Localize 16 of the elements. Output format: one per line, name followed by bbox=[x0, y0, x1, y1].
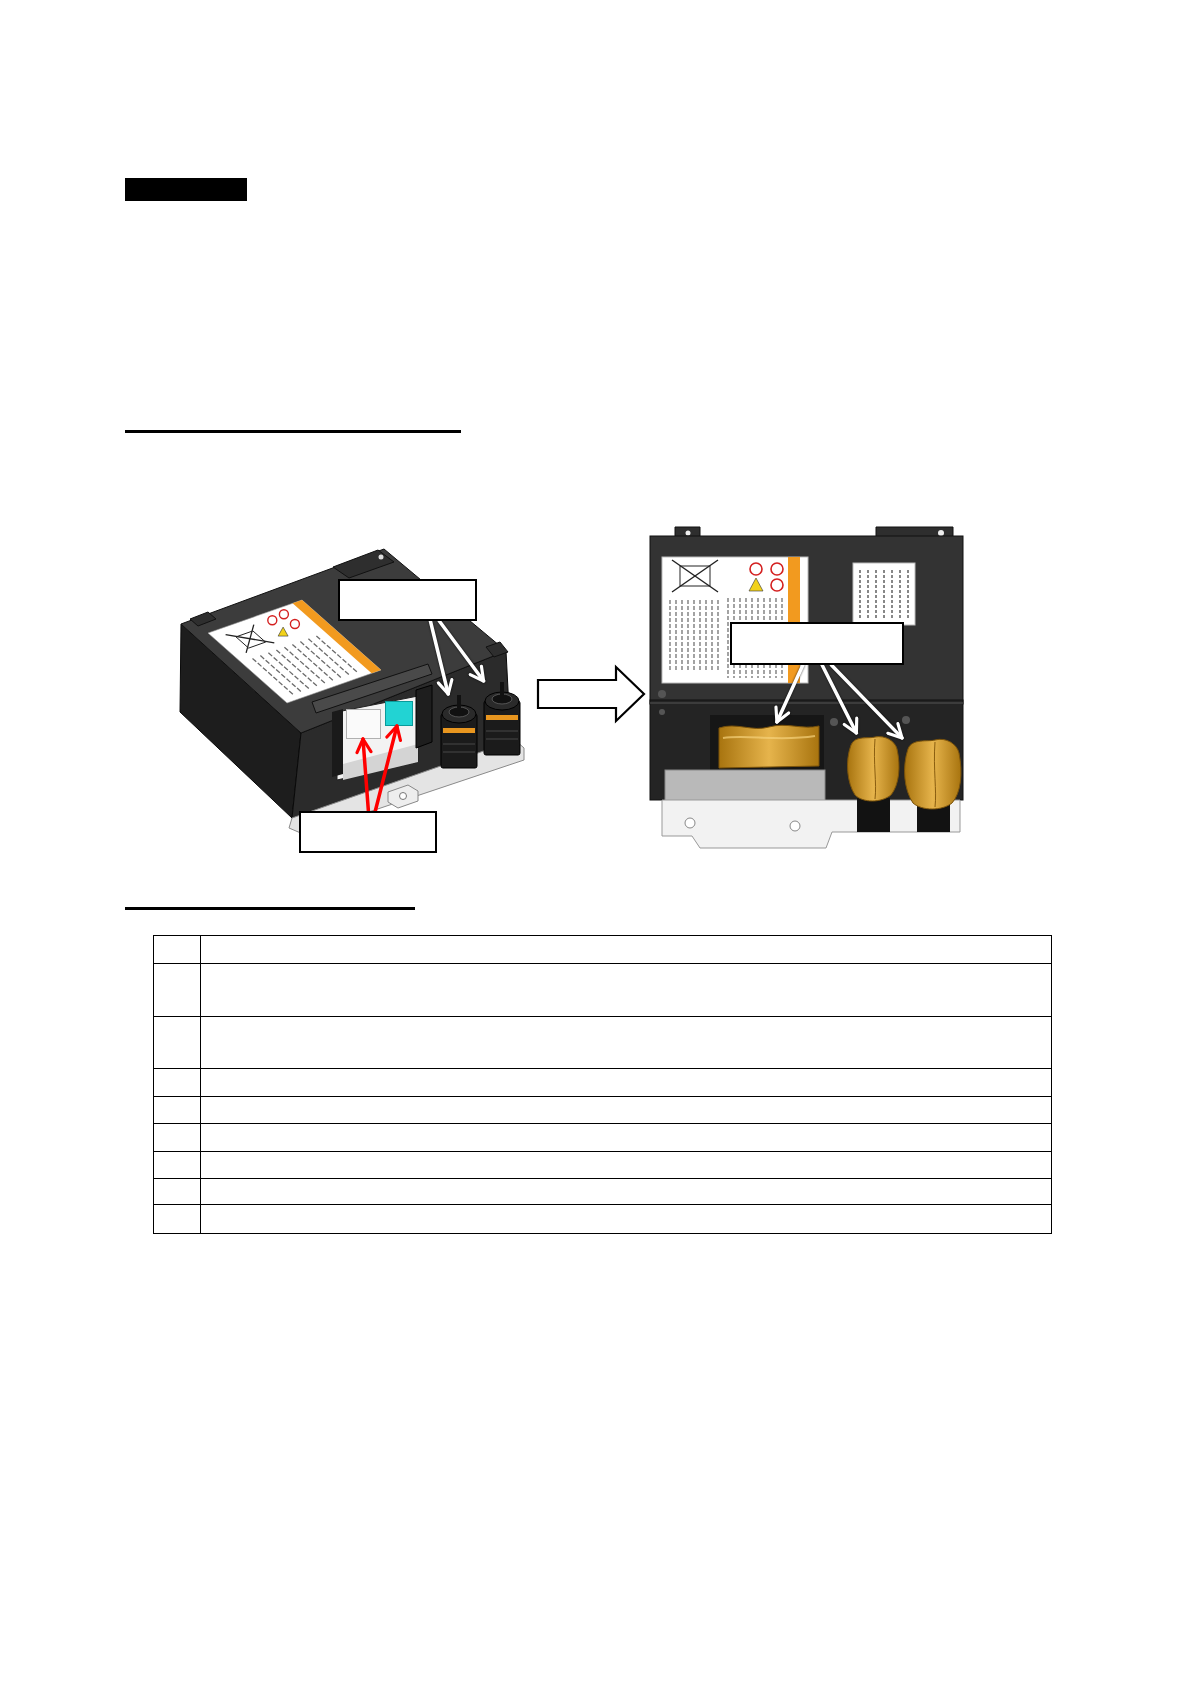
arrow bbox=[829, 663, 904, 740]
arrow bbox=[355, 737, 373, 813]
terminal-cap bbox=[845, 733, 901, 803]
label-patch bbox=[346, 709, 381, 739]
callout-box bbox=[730, 622, 904, 665]
tab-patch bbox=[385, 701, 413, 726]
arrow bbox=[373, 724, 403, 813]
callout-box bbox=[338, 579, 477, 621]
arrow bbox=[428, 619, 454, 696]
connector-plug bbox=[437, 694, 481, 770]
arrow bbox=[820, 663, 859, 735]
foil-cover bbox=[717, 722, 821, 770]
block-arrow bbox=[536, 664, 646, 724]
connector-plug bbox=[480, 681, 523, 757]
arrow bbox=[437, 619, 486, 683]
callout-box bbox=[299, 811, 437, 853]
